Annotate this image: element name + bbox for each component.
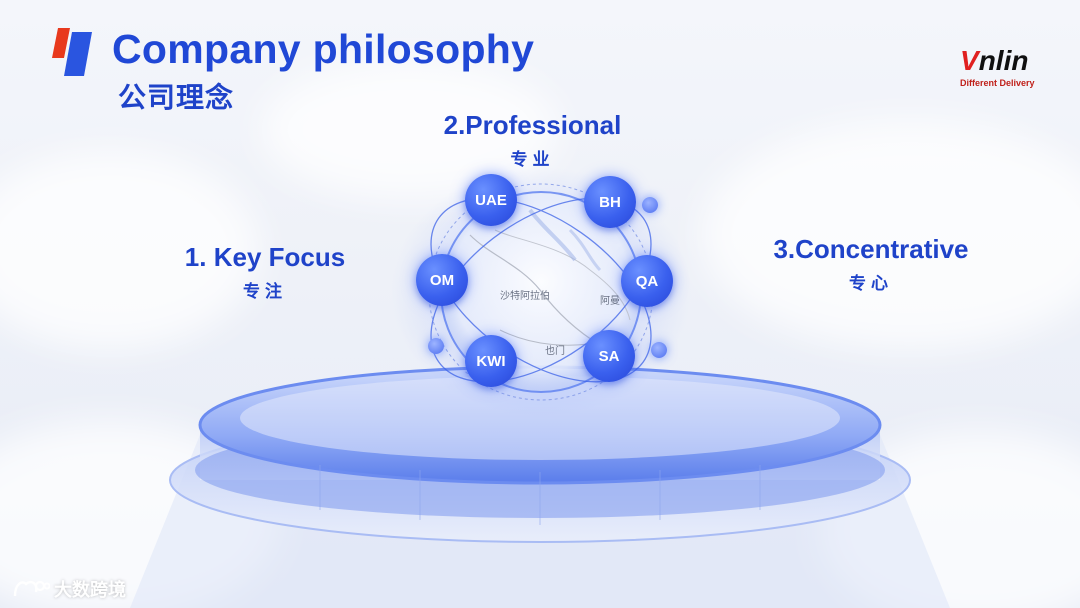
concept-key-focus: 1. Key Focus 专注 (184, 242, 346, 301)
title-accent-icon (52, 28, 92, 76)
concept-concentrative: 3.Concentrative 专心 (773, 234, 969, 293)
orbit-dot (642, 197, 658, 213)
node-om: OM (416, 254, 468, 306)
watermark-logo-icon (13, 580, 50, 597)
node-sa: SA (583, 330, 635, 382)
node-bh: BH (584, 176, 636, 228)
brand-logo: Vnlin Different Delivery (960, 46, 1040, 98)
page-title: Company philosophy (112, 26, 535, 72)
concept-professional: 2.Professional 专业 (443, 110, 622, 169)
cloud-bg (700, 120, 1080, 350)
watermark-text: 大数跨境 (54, 580, 126, 600)
node-uae: UAE (465, 174, 517, 226)
page-subtitle: 公司理念 (118, 82, 235, 113)
map-label-oman: 阿曼 (600, 296, 620, 307)
orbit-dot (651, 342, 667, 358)
cloud-bg (0, 150, 260, 350)
map-label-saudi: 沙特阿拉伯 (500, 291, 550, 302)
orbit-dot (428, 338, 444, 354)
logo-wordmark: Vnlin (960, 45, 1029, 76)
watermark: 大数跨境 (12, 576, 126, 602)
logo-tagline: Different Delivery (960, 78, 1035, 88)
node-qa: QA (621, 255, 673, 307)
map-label-yemen: 也门 (545, 346, 565, 357)
node-kwi: KWI (465, 335, 517, 387)
